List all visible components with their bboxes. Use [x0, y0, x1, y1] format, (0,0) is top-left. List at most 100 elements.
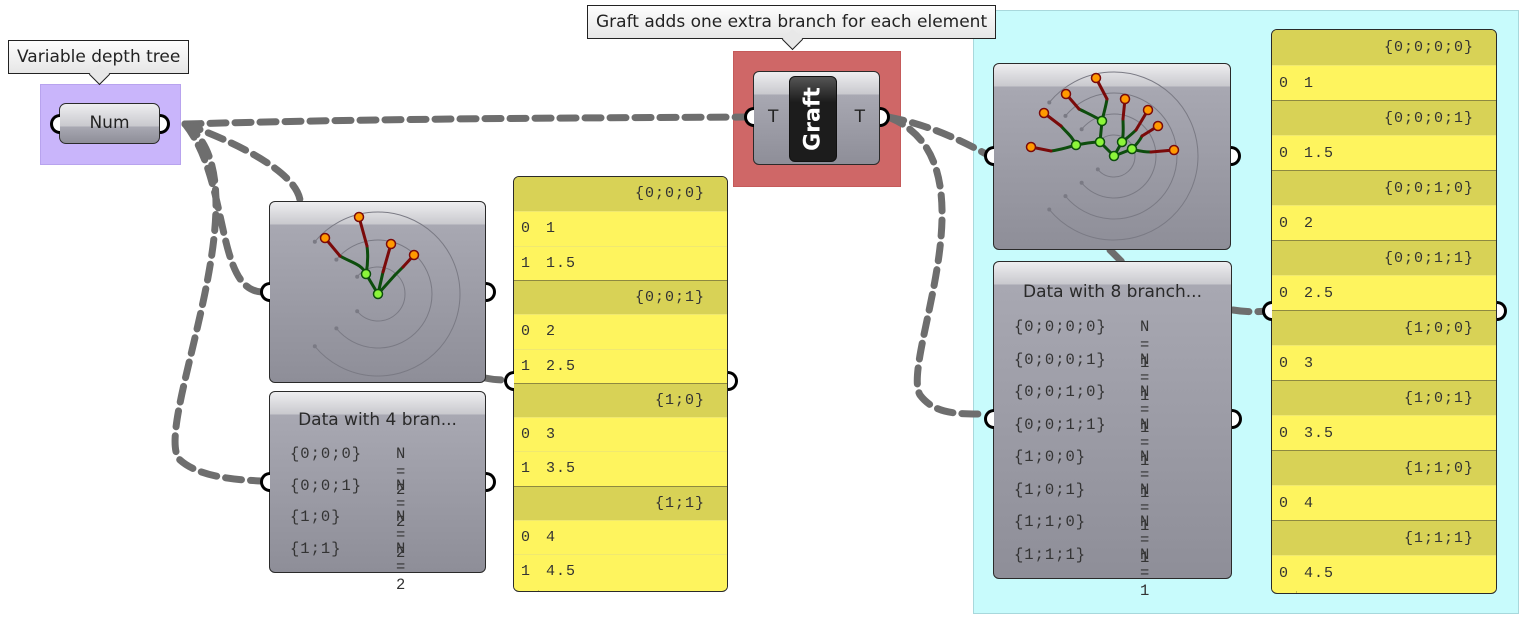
- depth-ring: [314, 211, 461, 377]
- branch-path: {1;1;0}: [1403, 460, 1474, 477]
- depth-ring: [1081, 113, 1157, 199]
- branch-path: {1;0;0}: [1014, 448, 1087, 466]
- depth-ring: [1048, 71, 1199, 241]
- right-preview-output-grip[interactable]: [1231, 146, 1241, 166]
- graft-tooltip-text: Graft adds one extra branch for each ele…: [596, 12, 988, 32]
- item-index: 0: [1279, 565, 1289, 582]
- right-viewer-output-grip[interactable]: [1232, 409, 1242, 429]
- branch-path: {0;0;0;1}: [1014, 350, 1107, 369]
- branch-count: N = 1: [1140, 545, 1151, 600]
- right-data-input-grip[interactable]: [1262, 301, 1272, 321]
- wire-num-to-left-preview: [181, 120, 304, 204]
- item-value: 4.5: [1304, 565, 1335, 582]
- branch-count: N = 1: [1140, 350, 1151, 405]
- graft-input-label: T: [768, 107, 779, 127]
- branch-path: {1;0}: [654, 391, 705, 409]
- item-index: 0: [521, 529, 531, 546]
- branch-node: [1070, 139, 1082, 151]
- branch-path: {0;0;1;0}: [1383, 180, 1474, 197]
- branch-count: N = 2: [396, 476, 407, 531]
- left-tree-preview[interactable]: [269, 201, 486, 383]
- branch-path: {1;1;0}: [1014, 513, 1087, 531]
- graft-output-grip[interactable]: [880, 107, 890, 127]
- left-param-viewer[interactable]: Data with 4 bran... {0;0;0}N = 2{0;0;1}N…: [269, 391, 486, 594]
- ring-end: [355, 274, 360, 279]
- num-parameter[interactable]: Num: [59, 103, 160, 144]
- graft-output-label: T: [854, 107, 865, 127]
- ring-end: [1095, 167, 1100, 172]
- branch-count: N = 1: [1140, 480, 1151, 535]
- item-index: 1: [521, 563, 531, 581]
- leaf-node: [353, 211, 365, 223]
- branch-path: {0;0;1;1}: [1383, 250, 1474, 267]
- item-index: 1: [521, 254, 531, 272]
- wire-num-to-left-panel: [171, 120, 266, 485]
- branch-node: [360, 268, 372, 280]
- branch-header: {0;0;0;1}: [1272, 100, 1496, 136]
- left-preview-input-grip[interactable]: [260, 282, 270, 302]
- branch-edge: [393, 265, 405, 277]
- left-data-input-grip[interactable]: [504, 371, 514, 391]
- branch-count: N = 1: [1140, 383, 1151, 437]
- right-tree-diagram: [1025, 71, 1199, 241]
- ring-end: [1079, 127, 1084, 132]
- item-value: 1.5: [546, 254, 577, 272]
- item-value: 2.5: [546, 357, 577, 375]
- branch-path: {0;0;1;1}: [1014, 415, 1107, 434]
- branch-header: {1;0;0}: [1272, 310, 1496, 346]
- num-label: Num: [89, 113, 130, 133]
- leaf-node: [1090, 72, 1102, 84]
- item-index: 0: [1279, 145, 1289, 162]
- num-output-grip[interactable]: [160, 114, 170, 134]
- leaf-node: [385, 238, 397, 250]
- item-index: 0: [1279, 495, 1289, 512]
- left-data-output-grip[interactable]: [728, 371, 738, 391]
- ring-end: [1047, 100, 1052, 105]
- branch-count: N = 2: [396, 508, 407, 562]
- item-index: 1: [521, 357, 531, 375]
- item-index: 0: [1279, 355, 1289, 372]
- branch-path: {0;0;1}: [634, 288, 705, 306]
- right-tree-preview[interactable]: [993, 63, 1231, 250]
- branch-header: {0;0;1;0}: [1272, 170, 1496, 206]
- left-viewer-title: Data with 4 bran...: [298, 410, 457, 430]
- item-value: 2: [546, 323, 557, 341]
- variable-depth-tooltip: Variable depth tree: [8, 40, 190, 86]
- leaf-node: [1060, 88, 1072, 100]
- item-index: 1: [521, 460, 531, 478]
- wire-num-to-left-viewer: [181, 120, 266, 296]
- branch-path: {1;1}: [654, 494, 705, 512]
- right-param-viewer[interactable]: Data with 8 branch... {0;0;0;0}N = 1{0;0…: [993, 261, 1232, 600]
- branch-node: [1108, 150, 1120, 162]
- graft-component[interactable]: T T Graft: [753, 71, 880, 165]
- right-preview-input-grip[interactable]: [984, 146, 994, 166]
- branch-count: N = 2: [396, 539, 407, 594]
- right-data-output-grip[interactable]: [1497, 301, 1507, 321]
- right-viewer-title: Data with 8 branch...: [1023, 282, 1202, 302]
- item-value: 3.5: [1304, 425, 1335, 442]
- num-input-grip[interactable]: [50, 114, 60, 134]
- leaf-node: [408, 249, 420, 261]
- branch-node: [372, 288, 384, 300]
- leaf-node: [1152, 120, 1164, 132]
- left-preview-output-grip[interactable]: [486, 282, 496, 302]
- branch-node: [1094, 136, 1106, 148]
- wire-num-to-graft: [181, 113, 752, 128]
- branch-path: {1;0}: [290, 508, 342, 526]
- branch-header: {0;0;1}: [514, 279, 727, 316]
- item-index: 0: [1279, 215, 1289, 232]
- branch-header: {1;0;1}: [1272, 380, 1496, 416]
- graft-input-grip[interactable]: [744, 107, 754, 127]
- right-viewer-input-grip[interactable]: [984, 409, 994, 429]
- branch-path: {1;1}: [290, 539, 342, 558]
- item-value: 1.5: [1304, 145, 1335, 162]
- left-viewer-output-grip[interactable]: [486, 472, 496, 492]
- ring-end: [355, 309, 360, 314]
- left-viewer-input-grip[interactable]: [260, 472, 270, 492]
